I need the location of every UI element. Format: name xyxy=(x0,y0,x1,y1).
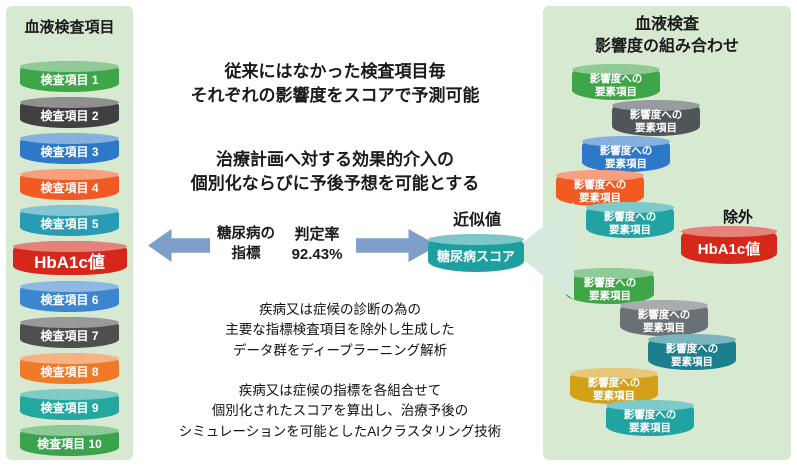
accuracy-rate-label: 判定率 xyxy=(294,226,340,243)
test-item-cylinder-9: 検査項目 9 xyxy=(20,389,119,420)
test-item-label: 検査項目 1 xyxy=(40,72,99,87)
hba1c-cylinder-left: HbA1c値 xyxy=(12,241,127,275)
headline-treatment: 治療計画へ対する効果的介入の 個別化ならびに予後予想を可能とする xyxy=(190,149,480,193)
influence-item-5: 影響度への 要素項目 xyxy=(586,202,674,238)
test-item-label: 検査項目 9 xyxy=(40,400,99,415)
influence-item-label: 影響度への 要素項目 xyxy=(637,308,691,334)
influence-item-9: 影響度への 要素項目 xyxy=(570,368,658,404)
left-panel-title: 血液検査項目 xyxy=(24,19,115,36)
influence-combination-panel: 血液検査 影響度の組み合わせ 影響度への 要素項目 影響度への 要素項目 影響度… xyxy=(543,6,791,460)
test-item-label: 検査項目 8 xyxy=(40,364,99,379)
exclusion-label: 除外 xyxy=(722,209,753,226)
influence-item-3: 影響度への 要素項目 xyxy=(582,136,670,172)
influence-item-2: 影響度への 要素項目 xyxy=(612,100,700,136)
influence-item-1: 影響度への 要素項目 xyxy=(572,64,660,100)
test-item-cylinder-1: 検査項目 1 xyxy=(20,61,119,92)
influence-item-8: 影響度への 要素項目 xyxy=(648,334,736,370)
test-item-cylinder-5: 検査項目 5 xyxy=(20,205,119,236)
diabetes-score-label: 糖尿病スコア xyxy=(436,249,515,264)
diabetes-indicator-label: 糖尿病の 指標 xyxy=(217,226,275,262)
ai-clustering-description: 疾病又は症候の指標を各組合せて 個別化されたスコアを算出し、治療予後の シミュレ… xyxy=(178,383,502,439)
deep-learning-description: 疾病又は症候の診断の為の 主要な指標検査項目を除外し生成した データ群をディープ… xyxy=(225,302,455,358)
influence-item-6: 影響度への 要素項目 xyxy=(566,268,654,304)
right-panel-title: 血液検査 影響度の組み合わせ xyxy=(594,16,739,55)
influence-item-label: 影響度への 要素項目 xyxy=(603,210,657,236)
influence-item-label: 影響度への 要素項目 xyxy=(665,342,719,368)
influence-item-label: 影響度への 要素項目 xyxy=(589,72,643,98)
arrow-right-icon xyxy=(356,229,438,262)
test-item-label: 検査項目 7 xyxy=(40,328,99,343)
influence-item-10: 影響度への 要素項目 xyxy=(606,400,694,436)
test-item-cylinder-4: 検査項目 4 xyxy=(20,169,119,200)
influence-item-label: 影響度への 要素項目 xyxy=(583,276,637,302)
headline-scoring: 従来にはなかった検査項目毎 それぞれの影響度をスコアで予測可能 xyxy=(190,62,480,106)
test-item-label: 検査項目 3 xyxy=(40,144,99,159)
test-item-cylinder-8: 検査項目 8 xyxy=(20,353,119,384)
influence-item-label: 影響度への 要素項目 xyxy=(573,178,627,204)
hba1c-cylinder-excluded: HbA1c値 xyxy=(681,226,777,264)
hba1c-label: HbA1c値 xyxy=(34,253,105,272)
influence-item-4: 影響度への 要素項目 xyxy=(556,170,644,206)
influence-item-7: 影響度への 要素項目 xyxy=(620,300,708,336)
test-item-cylinder-7: 検査項目 7 xyxy=(20,317,119,348)
influence-item-label: 影響度への 要素項目 xyxy=(629,108,683,134)
influence-item-label: 影響度への 要素項目 xyxy=(587,376,641,402)
test-item-cylinder-3: 検査項目 3 xyxy=(20,133,119,164)
accuracy-rate-value: 92.43% xyxy=(291,246,343,264)
test-item-cylinder-10: 検査項目 10 xyxy=(20,425,119,456)
arrow-left-icon xyxy=(148,229,210,262)
test-item-label: 検査項目 5 xyxy=(40,216,99,231)
influence-item-label: 影響度への 要素項目 xyxy=(623,408,677,434)
test-item-label: 検査項目 10 xyxy=(37,436,102,451)
diabetes-score-cylinder: 糖尿病スコア xyxy=(428,234,524,272)
hba1c-excluded-label: HbA1c値 xyxy=(697,241,761,258)
test-item-label: 検査項目 6 xyxy=(40,292,99,307)
test-item-label: 検査項目 2 xyxy=(40,108,99,123)
test-item-label: 検査項目 4 xyxy=(40,180,99,195)
test-item-cylinder-6: 検査項目 6 xyxy=(20,281,119,312)
approx-value-label: 近似値 xyxy=(452,212,501,229)
test-item-cylinder-2: 検査項目 2 xyxy=(20,97,119,128)
influence-item-label: 影響度への 要素項目 xyxy=(599,144,653,170)
headline-block: 従来にはなかった検査項目毎 それぞれの影響度をスコアで予測可能 治療計画へ対する… xyxy=(133,36,537,220)
accuracy-rate-block: 判定率 92.43% xyxy=(279,225,355,266)
blood-test-items-panel: 血液検査項目 検査項目 1 検査項目 2 検査項目 3 検査項目 4 検査項目 … xyxy=(6,6,133,460)
